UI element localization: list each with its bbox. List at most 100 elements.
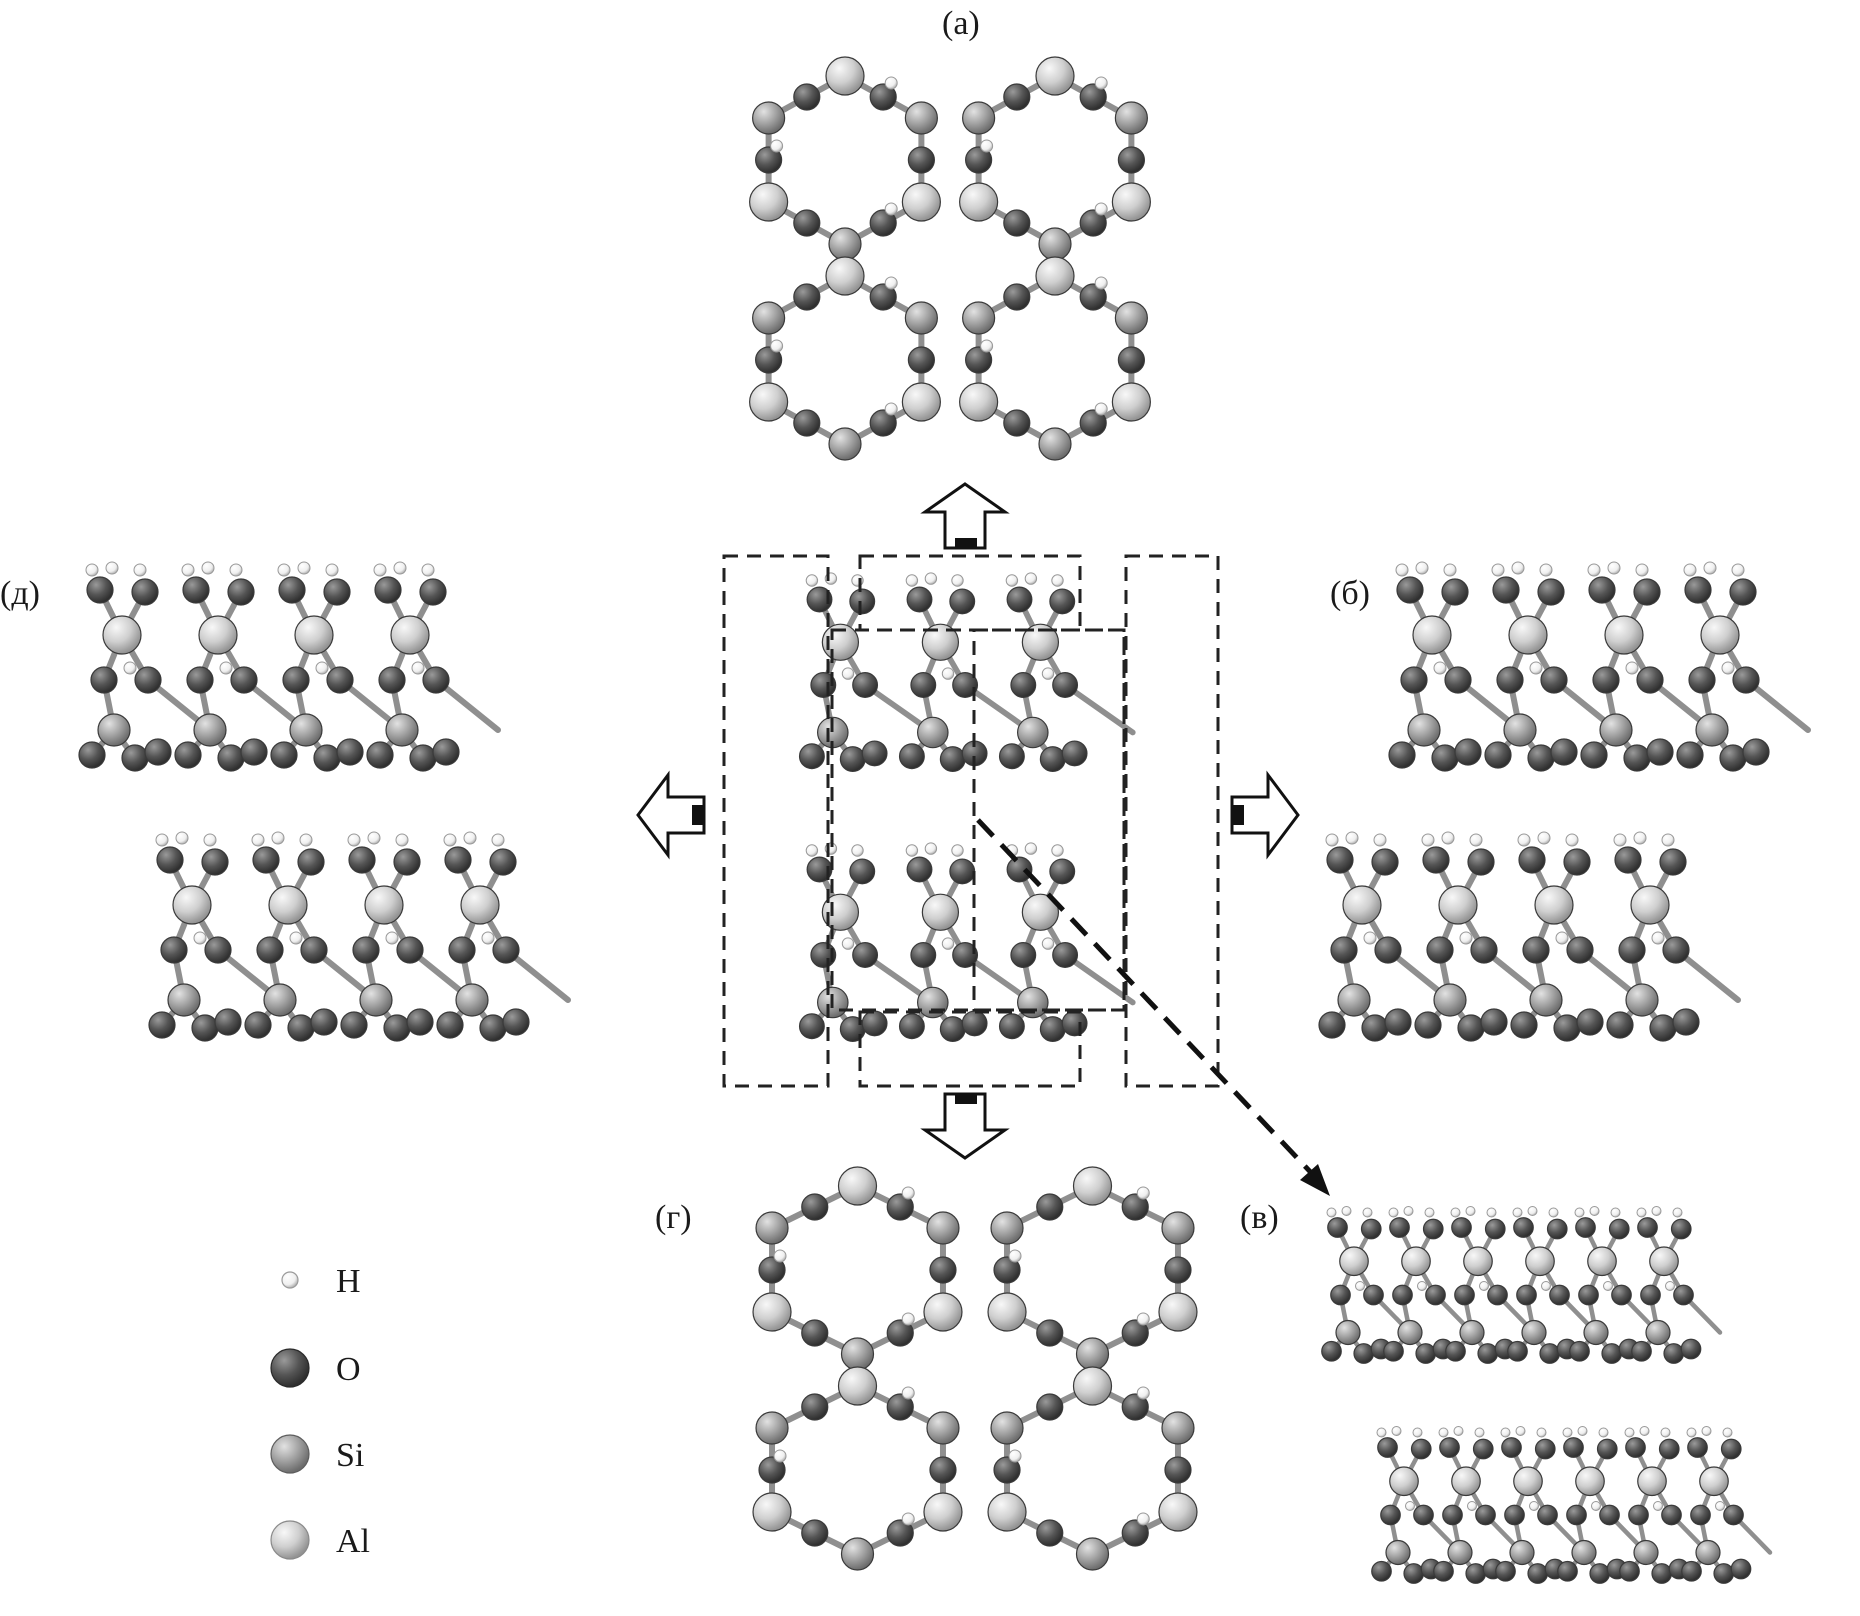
oxygen-atom bbox=[1633, 578, 1661, 606]
oxygen-atom bbox=[1611, 1284, 1632, 1306]
aluminum-atom bbox=[749, 182, 789, 222]
oxygen-atom bbox=[313, 744, 341, 772]
aluminum-atom bbox=[987, 1292, 1027, 1332]
oxygen-atom bbox=[1049, 858, 1076, 885]
hydrogen-atom bbox=[901, 1312, 915, 1326]
oxygen-atom bbox=[1537, 578, 1565, 606]
hydrogen-atom bbox=[1715, 1501, 1725, 1511]
oxygen-atom bbox=[1079, 83, 1107, 111]
silicon-atom bbox=[1503, 713, 1537, 747]
oxygen-atom bbox=[1537, 1504, 1558, 1526]
silicon-atom bbox=[990, 1211, 1024, 1245]
oxygen-atom bbox=[252, 846, 280, 874]
oxygen-atom bbox=[1588, 576, 1616, 604]
oxygen-atom bbox=[886, 1519, 914, 1547]
oxygen-atom bbox=[1439, 1437, 1460, 1458]
oxygen-atom bbox=[1640, 1284, 1661, 1306]
hydrogen-atom bbox=[1467, 1501, 1477, 1511]
oxygen-atom bbox=[910, 942, 937, 968]
oxygen-atom bbox=[144, 738, 172, 766]
oxygen-atom bbox=[952, 672, 979, 698]
oxygen-atom bbox=[965, 346, 993, 374]
hydrogen-atom bbox=[1403, 1206, 1414, 1216]
selection-box-right bbox=[1124, 554, 1220, 1088]
oxygen-atom bbox=[1400, 666, 1428, 694]
oxygen-atom bbox=[1039, 746, 1066, 773]
oxygen-atom bbox=[1649, 1014, 1677, 1042]
oxygen-atom bbox=[869, 409, 897, 437]
silicon-atom bbox=[289, 713, 323, 747]
oxygen-atom bbox=[1425, 1284, 1446, 1306]
hydrogen-atom bbox=[1450, 1207, 1461, 1218]
oxygen-atom bbox=[1563, 848, 1591, 876]
hydrogen-atom bbox=[1598, 1427, 1609, 1438]
silicon-atom bbox=[904, 301, 938, 335]
oxygen-atom bbox=[1646, 738, 1674, 766]
oxygen-atom bbox=[793, 409, 821, 437]
aluminum-atom bbox=[172, 885, 212, 925]
silicon-atom bbox=[904, 101, 938, 135]
silicon-atom bbox=[1447, 1539, 1473, 1566]
oxygen-atom bbox=[1623, 744, 1651, 772]
silicon-atom bbox=[1625, 983, 1659, 1017]
panel-label-b: (б) bbox=[1330, 575, 1370, 612]
hydrogen-atom bbox=[1722, 1427, 1733, 1438]
oxygen-atom bbox=[1592, 666, 1620, 694]
oxygen-atom bbox=[489, 848, 517, 876]
hydrogen-atom bbox=[1574, 1207, 1585, 1218]
oxygen-atom bbox=[186, 666, 214, 694]
silicon-atom bbox=[1509, 1539, 1535, 1566]
aluminum-atom bbox=[102, 615, 142, 655]
aluminum-atom bbox=[825, 256, 865, 296]
oxygen-atom bbox=[793, 83, 821, 111]
oxygen-atom bbox=[852, 672, 879, 698]
hydrogen-atom bbox=[884, 76, 898, 90]
oxygen-atom bbox=[1732, 666, 1760, 694]
oxygen-atom bbox=[1403, 1563, 1425, 1584]
hydrogen-atom bbox=[105, 561, 119, 575]
silicon-atom bbox=[1075, 1537, 1110, 1571]
aluminum-atom bbox=[268, 885, 308, 925]
oxygen-atom bbox=[1566, 936, 1594, 964]
aluminum-atom bbox=[987, 1492, 1027, 1532]
bond bbox=[1062, 682, 1136, 736]
hydrogen-atom bbox=[1094, 276, 1108, 290]
hydrogen-atom bbox=[841, 667, 855, 680]
hydrogen-atom bbox=[1453, 1426, 1464, 1436]
structure-top-view-a bbox=[749, 56, 1151, 461]
oxygen-atom bbox=[1374, 936, 1402, 964]
oxygen-atom bbox=[801, 1519, 829, 1547]
oxygen-atom bbox=[965, 146, 993, 174]
oxygen-atom bbox=[1527, 1563, 1549, 1584]
silicon-atom bbox=[1695, 713, 1729, 747]
aluminum-atom bbox=[901, 382, 941, 422]
oxygen-atom bbox=[1720, 1438, 1742, 1460]
oxygen-atom bbox=[801, 1393, 829, 1421]
oxygen-atom bbox=[793, 283, 821, 311]
oxygen-atom bbox=[1563, 1437, 1584, 1458]
hydrogen-atom bbox=[941, 937, 955, 950]
aluminum-atom bbox=[1412, 615, 1452, 655]
oxygen-atom bbox=[798, 743, 825, 770]
oxygen-atom bbox=[1569, 1340, 1590, 1362]
oxygen-atom bbox=[1121, 1319, 1149, 1347]
silicon-atom bbox=[1161, 1211, 1195, 1245]
oxygen-atom bbox=[156, 846, 184, 874]
hydrogen-atom bbox=[1624, 1427, 1635, 1438]
oxygen-atom bbox=[191, 1014, 219, 1042]
hydrogen-atom bbox=[193, 931, 207, 945]
hydrogen-atom bbox=[1051, 574, 1064, 587]
aluminum-atom bbox=[1158, 1492, 1198, 1532]
silicon-atom bbox=[752, 101, 786, 135]
silicon-atom bbox=[263, 983, 297, 1017]
oxygen-atom bbox=[240, 738, 268, 766]
oxygen-atom bbox=[1608, 1218, 1630, 1240]
oxygen-atom bbox=[174, 741, 202, 769]
hydrogen-atom bbox=[373, 563, 387, 577]
aluminum-atom bbox=[1637, 1466, 1667, 1497]
silicon-atom bbox=[1459, 1319, 1485, 1346]
hydrogen-atom bbox=[443, 833, 457, 847]
oxygen-atom bbox=[907, 146, 935, 174]
aluminum-atom bbox=[1587, 1246, 1617, 1277]
